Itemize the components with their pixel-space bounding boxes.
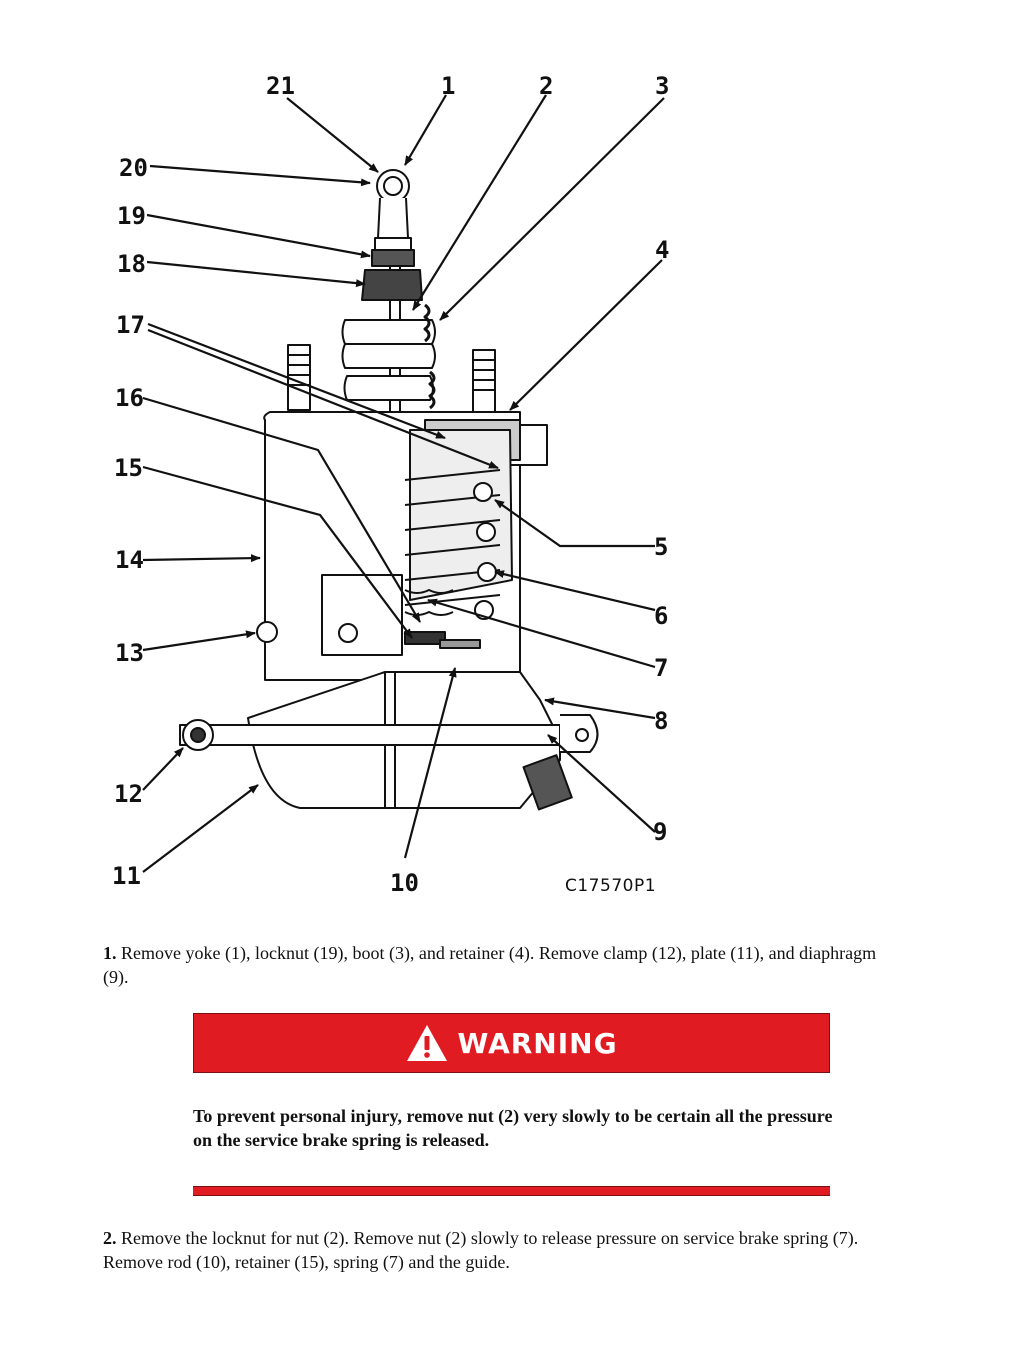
step-2-number: 2. bbox=[103, 1228, 117, 1248]
figure-code: C17570P1 bbox=[565, 876, 656, 896]
callout-7: 7 bbox=[654, 654, 668, 682]
step-2-text: Remove the locknut for nut (2). Remove n… bbox=[103, 1228, 859, 1272]
warning-text: To prevent personal injury, remove nut (… bbox=[193, 1106, 833, 1150]
callout-11: 11 bbox=[112, 862, 141, 890]
callout-19: 19 bbox=[117, 202, 146, 230]
step-1-number: 1. bbox=[103, 943, 117, 963]
callout-5: 5 bbox=[654, 533, 668, 561]
step-2-instruction: 2. Remove the locknut for nut (2). Remov… bbox=[103, 1226, 903, 1274]
warning-banner: WARNING bbox=[193, 1013, 830, 1073]
callout-6: 6 bbox=[654, 602, 668, 630]
callout-1: 1 bbox=[441, 72, 455, 100]
callout-labels: 21 1 2 3 20 19 4 18 17 16 15 5 14 6 13 7… bbox=[112, 72, 669, 897]
warning-divider bbox=[193, 1186, 830, 1196]
step-1-text: Remove yoke (1), locknut (19), boot (3),… bbox=[103, 943, 877, 987]
callout-12: 12 bbox=[114, 780, 143, 808]
callout-15: 15 bbox=[114, 454, 143, 482]
callout-4: 4 bbox=[655, 236, 669, 264]
callout-14: 14 bbox=[115, 546, 144, 574]
warning-triangle-icon bbox=[407, 1025, 448, 1061]
brake-chamber-drawing bbox=[179, 169, 599, 811]
callout-21: 21 bbox=[266, 72, 295, 100]
brake-chamber-diagram: 21 1 2 3 20 19 4 18 17 16 15 5 14 6 13 7… bbox=[112, 72, 669, 897]
warning-label: WARNING bbox=[457, 1026, 618, 1060]
callout-20: 20 bbox=[119, 154, 148, 182]
callout-16: 16 bbox=[115, 384, 144, 412]
step-1-instruction: 1. Remove yoke (1), locknut (19), boot (… bbox=[103, 941, 903, 989]
callout-3: 3 bbox=[655, 72, 669, 100]
callout-8: 8 bbox=[654, 707, 668, 735]
callout-2: 2 bbox=[539, 72, 553, 100]
callout-18: 18 bbox=[117, 250, 146, 278]
callout-9: 9 bbox=[653, 818, 667, 846]
callout-17: 17 bbox=[116, 311, 145, 339]
leader-lines bbox=[142, 94, 665, 873]
callout-13: 13 bbox=[115, 639, 144, 667]
callout-10: 10 bbox=[390, 869, 419, 897]
